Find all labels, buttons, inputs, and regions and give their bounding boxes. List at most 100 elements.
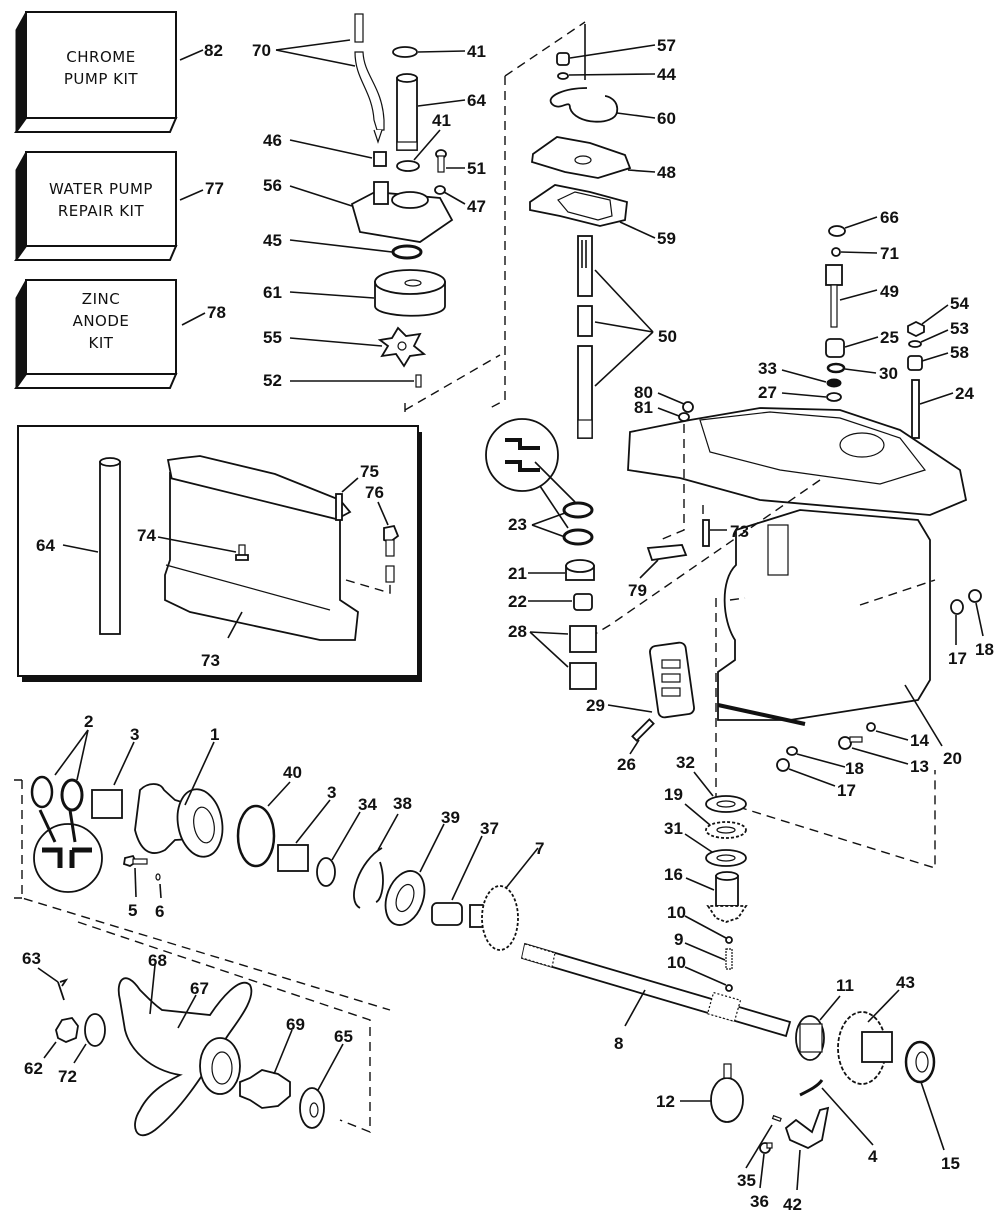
callout-41-lower: 41: [432, 111, 451, 130]
part-28-bearing-lower[interactable]: [569, 662, 597, 690]
part-17-plug-right[interactable]: [950, 599, 964, 615]
part-69-thrust-hub[interactable]: [239, 1069, 291, 1109]
part-60-seal-ring[interactable]: [549, 87, 619, 123]
part-16-pinion-gear[interactable]: [706, 871, 748, 923]
part-31-thrust-washer[interactable]: [705, 849, 747, 867]
part-45-o-ring[interactable]: [391, 244, 423, 260]
callout-37: 37: [480, 819, 499, 838]
part-80-screw[interactable]: [682, 401, 694, 413]
part-17-plug-lower[interactable]: [776, 758, 790, 772]
part-23-seal-upper[interactable]: [562, 501, 594, 519]
kit-box-chrome-pump[interactable]: CHROME PUMP KIT: [14, 11, 178, 133]
propeller-dashed-guide: [77, 921, 371, 1134]
part-7-forward-gear[interactable]: [469, 885, 519, 951]
part-32-thrust-washer[interactable]: [705, 795, 747, 813]
part-18-gasket-lower[interactable]: [786, 746, 798, 756]
part-6-washer[interactable]: [155, 873, 161, 881]
part-27-washer[interactable]: [826, 392, 842, 402]
part-12-shift-collar[interactable]: [710, 1063, 744, 1123]
part-58-spacer[interactable]: [907, 355, 923, 371]
part-20-gearcase-housing[interactable]: [627, 407, 968, 726]
part-28-bearing-upper[interactable]: [569, 625, 597, 653]
part-37-bushing[interactable]: [431, 902, 463, 926]
part-42-shift-lever[interactable]: [784, 1106, 830, 1150]
part-34-seal[interactable]: [316, 857, 336, 887]
kit-box-water-pump-repair[interactable]: WATER PUMP REPAIR KIT: [14, 151, 178, 261]
part-35-pin[interactable]: [771, 1114, 782, 1123]
part-1-bearing-housing[interactable]: [134, 783, 228, 860]
part-33-seal[interactable]: [826, 378, 842, 388]
part-36-pin[interactable]: [759, 1142, 773, 1154]
part-41-o-ring-lower[interactable]: [396, 160, 420, 172]
part-2-seal-inner[interactable]: [60, 778, 84, 812]
part-25-bushing[interactable]: [825, 338, 845, 358]
part-74-screw[interactable]: [235, 544, 249, 561]
part-30-o-ring[interactable]: [826, 362, 846, 374]
part-75-stud[interactable]: [335, 493, 343, 521]
part-41-o-ring-top[interactable]: [392, 46, 418, 58]
part-15-bearing[interactable]: [904, 1040, 936, 1084]
part-63-cotter-pin[interactable]: [57, 978, 69, 1001]
kit-box-zinc-anode[interactable]: ZINC ANODE KIT: [14, 279, 178, 389]
part-62-nut[interactable]: [55, 1017, 79, 1043]
part-48-pump-plate[interactable]: [531, 136, 632, 179]
part-10-ball-lower[interactable]: [725, 984, 733, 992]
part-64-water-tube-inset[interactable]: [99, 457, 121, 635]
part-21-bearing-housing[interactable]: [565, 559, 595, 581]
part-10-ball-upper[interactable]: [725, 936, 733, 944]
part-18-gasket-right[interactable]: [968, 589, 982, 603]
part-44-seal[interactable]: [557, 72, 569, 80]
part-72-spacer[interactable]: [84, 1013, 106, 1047]
part-79-plate[interactable]: [646, 544, 688, 562]
part-49-shift-rod[interactable]: [825, 264, 843, 328]
callout-12: 12: [656, 1092, 675, 1111]
part-64-water-tube-upper[interactable]: [396, 73, 418, 151]
part-3-bearing-front[interactable]: [91, 789, 123, 819]
part-3-bearing-rear[interactable]: [277, 844, 309, 872]
part-57-grommet[interactable]: [556, 52, 570, 66]
part-11-clutch-dog[interactable]: [795, 1015, 825, 1061]
part-4-pin[interactable]: [799, 1079, 824, 1097]
part-81-washer[interactable]: [678, 412, 690, 422]
part-38-retaining-ring[interactable]: [353, 847, 384, 909]
part-54-nut[interactable]: [907, 320, 925, 338]
part-40-o-ring[interactable]: [236, 804, 276, 868]
part-51-screw[interactable]: [435, 149, 447, 173]
part-73-exhaust-housing[interactable]: [164, 455, 359, 641]
part-47-washer[interactable]: [434, 185, 446, 195]
part-39-thrust-washer[interactable]: [379, 866, 432, 931]
callout-55: 55: [263, 328, 282, 347]
part-22-bearing[interactable]: [573, 593, 593, 611]
part-70-water-tube[interactable]: [354, 13, 385, 144]
part-50-driveshaft[interactable]: [577, 235, 593, 439]
part-65-thrust-washer[interactable]: [299, 1087, 325, 1129]
part-46-grommet[interactable]: [373, 151, 387, 167]
part-14-washer[interactable]: [866, 722, 876, 732]
part-29-water-screen[interactable]: [649, 641, 695, 719]
part-71-seal[interactable]: [831, 247, 841, 257]
callout-1: 1: [210, 725, 219, 744]
part-19-thrust-bearing[interactable]: [705, 821, 747, 839]
part-8-propeller-shaft[interactable]: [520, 942, 792, 1038]
part-76-bolt[interactable]: [383, 524, 400, 583]
part-73-screw[interactable]: [702, 519, 710, 547]
part-67-propeller[interactable]: [117, 977, 253, 1137]
part-43-reverse-gear[interactable]: [837, 1011, 893, 1085]
part-56-pump-housing[interactable]: [350, 181, 454, 243]
part-5-screw[interactable]: [122, 854, 148, 867]
part-66-plug[interactable]: [828, 225, 846, 237]
part-9-spring[interactable]: [725, 948, 733, 970]
part-59-gasket[interactable]: [529, 184, 628, 227]
part-13-screw[interactable]: [838, 736, 863, 750]
part-53-lockwasher[interactable]: [908, 340, 922, 348]
part-52-pin[interactable]: [415, 374, 422, 388]
callout-29: 29: [586, 696, 605, 715]
part-2-seal-outer[interactable]: [30, 775, 54, 809]
part-55-impeller[interactable]: [377, 326, 427, 368]
part-61-impeller-housing[interactable]: [374, 269, 446, 317]
part-23-seal-lower[interactable]: [562, 528, 594, 546]
kit-label-line2: REPAIR KIT: [58, 202, 145, 220]
part-26-screw[interactable]: [631, 718, 655, 742]
part-24-stud[interactable]: [911, 379, 920, 439]
callout-21: 21: [508, 564, 527, 583]
